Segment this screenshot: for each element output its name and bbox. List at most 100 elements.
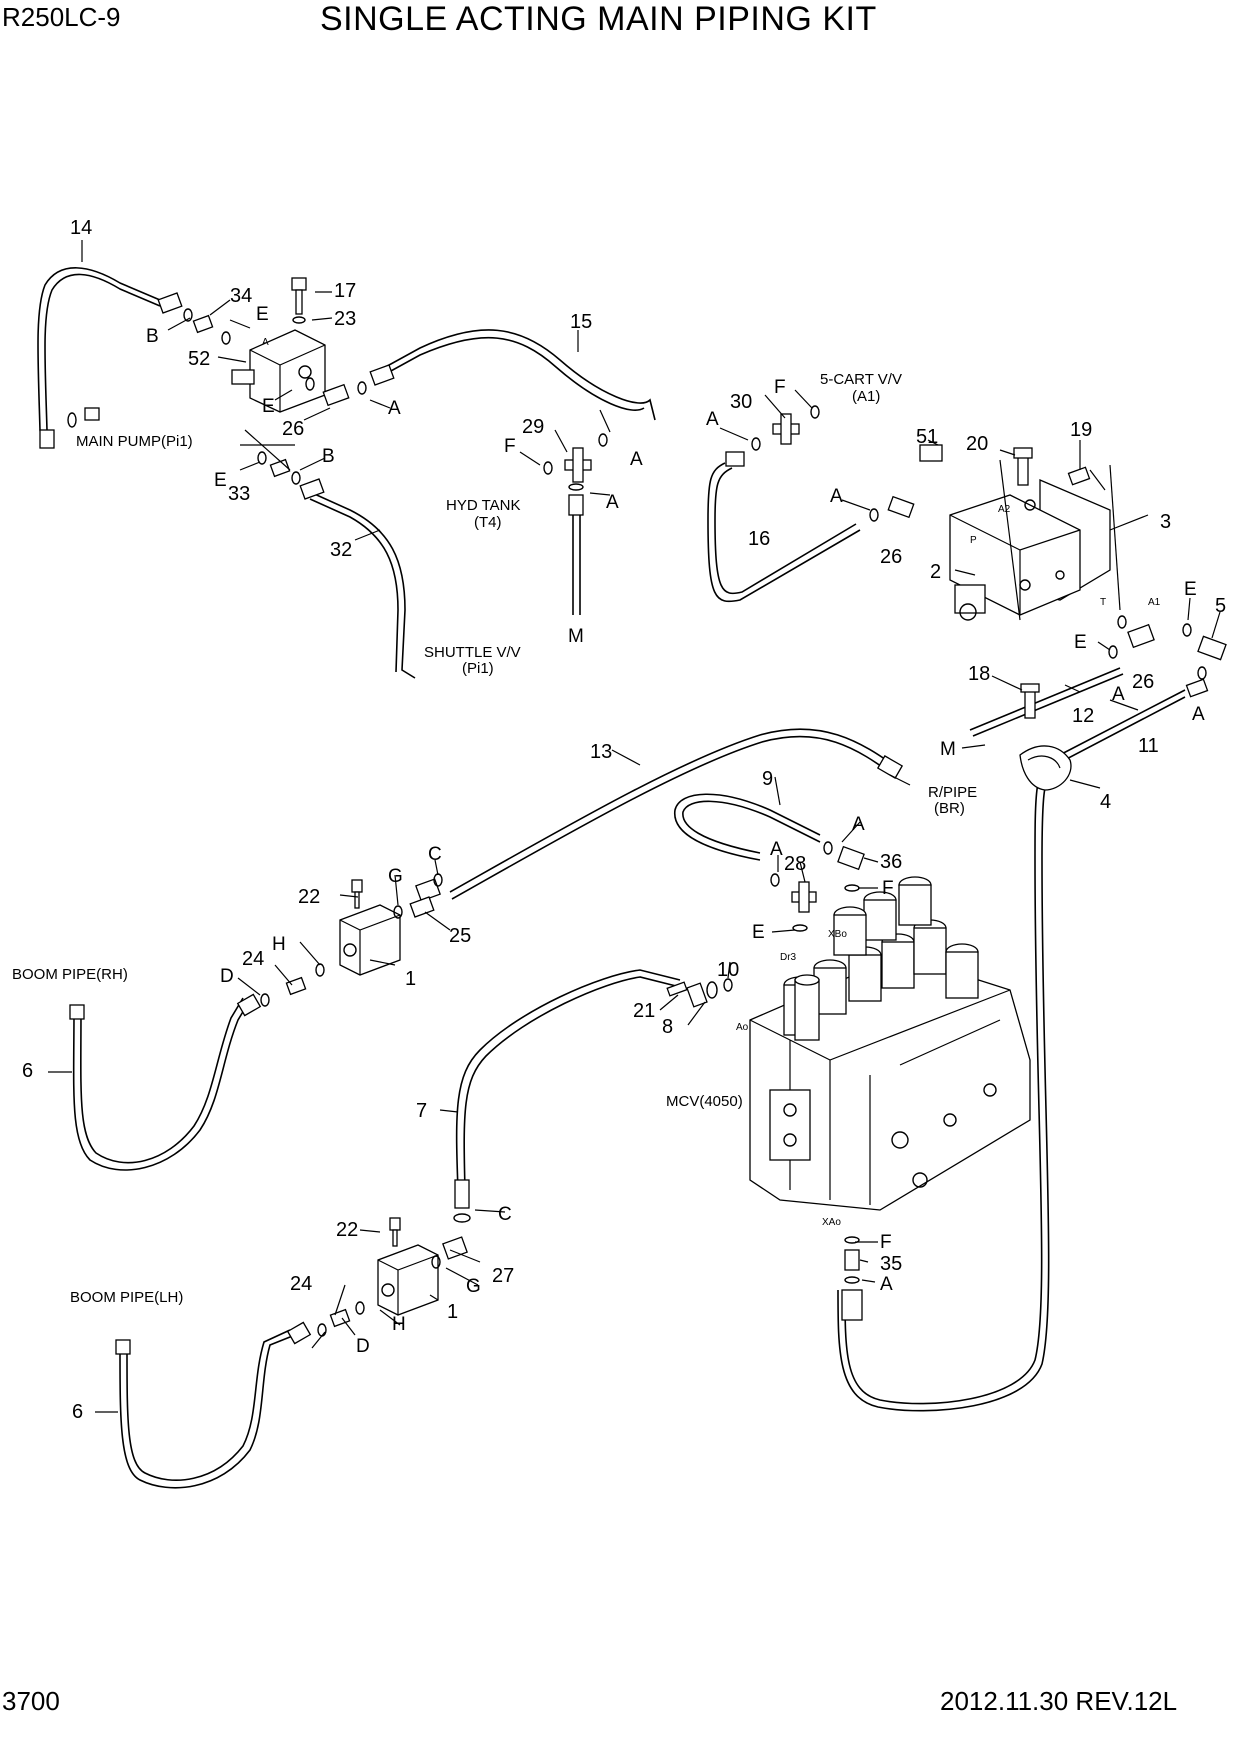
valve-2-bracket-3: A2 P T A1 [949,479,1161,621]
callout-12: 12 [1072,705,1094,727]
svg-text:P: P [970,535,977,546]
callout-9: 9 [762,768,773,790]
callout-2: 2 [930,561,941,583]
bolt-17 [291,277,307,324]
svg-text:A1: A1 [1148,597,1161,608]
callout-6a: 6 [22,1060,33,1082]
svg-text:C: C [498,1204,512,1225]
callout-1b: 1 [447,1301,458,1323]
svg-text:A: A [852,814,865,835]
svg-text:B: B [146,326,159,347]
diagram-title: SINGLE ACTING MAIN PIPING KIT [320,0,877,38]
callout-26a: 26 [282,418,304,440]
svg-text:A2: A2 [998,504,1011,515]
svg-text:A: A [630,449,643,470]
hose-11 [844,689,1186,1405]
svg-text:E: E [262,396,275,417]
callout-15: 15 [570,311,592,333]
block-1-upper [339,879,401,976]
svg-text:E: E [1074,632,1087,653]
callout-51: 51 [916,426,938,448]
leader-lines [48,240,1221,1413]
callout-25: 25 [449,925,471,947]
callout-18: 18 [968,663,990,685]
callout-17: 17 [334,280,356,302]
callout-21: 21 [633,1000,655,1022]
svg-text:G: G [388,866,403,887]
callout-3: 3 [1160,511,1171,533]
svg-text:B: B [322,446,335,467]
callout-28: 28 [784,853,806,875]
callout-20: 20 [966,433,988,455]
svg-text:F: F [880,1232,892,1253]
callout-22a: 22 [298,886,320,908]
callout-10: 10 [717,959,739,981]
note-boom-pipe-rh: BOOM PIPE(RH) [12,966,128,983]
callout-22b: 22 [336,1219,358,1241]
svg-text:A: A [1112,684,1125,705]
svg-text:A: A [388,398,401,419]
hose-13 [449,728,901,893]
callout-35: 35 [880,1253,902,1275]
callout-4: 4 [1100,791,1111,813]
svg-text:F: F [882,878,894,899]
hose-16 [707,462,861,603]
svg-text:H: H [272,934,286,955]
revision-date: 2012.11.30 REV.12L [940,1686,1178,1716]
hose-6-upper [72,999,251,1171]
svg-text:G: G [466,1276,481,1297]
callout-36: 36 [880,851,902,873]
svg-text:A: A [262,337,269,348]
svg-text:E: E [752,922,765,943]
callout-34: 34 [230,285,252,307]
callout-29: 29 [522,416,544,438]
hose-9 [674,793,821,861]
components: A A2 P T A1 [231,277,1161,1316]
svg-text:E: E [214,470,227,491]
svg-text:Dr3: Dr3 [780,952,797,963]
callout-11: 11 [1138,735,1159,757]
reference-letters: E B E A E B F A A M F A A E E A A M C G … [146,304,1205,1357]
svg-text:M: M [568,626,584,647]
hose-6-lower [119,1334,296,1489]
hose-7 [455,969,681,1191]
model-number: R250LC-9 [2,2,121,32]
svg-text:XBo: XBo [828,929,847,940]
callout-52: 52 [188,348,210,370]
svg-text:A: A [606,492,619,513]
callout-7: 7 [416,1100,427,1122]
svg-text:A: A [706,409,719,430]
note-hyd-tank: HYD TANK [446,497,520,514]
callout-14: 14 [70,217,92,239]
svg-text:(T4): (T4) [474,514,502,531]
fittings [39,292,1227,1355]
reference-notes: MAIN PUMP(Pi1) HYD TANK (T4) SHUTTLE V/V… [12,371,977,1306]
callout-numbers: 14 17 23 34 52 26 33 32 15 29 30 51 20 1… [22,217,1226,1423]
svg-text:F: F [774,377,786,398]
callout-8: 8 [662,1016,673,1038]
mcv-valve: Dr3 XBo XAo Ao [736,876,1031,1228]
hose-32 [309,491,416,679]
svg-text:F: F [504,436,516,457]
clamp-4 [1019,745,1072,791]
svg-text:(Pi1): (Pi1) [462,660,494,677]
callout-26b: 26 [880,546,902,568]
callout-13: 13 [590,741,612,763]
note-r-pipe: R/PIPE [928,784,977,801]
callout-23: 23 [334,308,356,330]
svg-text:T: T [1100,597,1106,608]
svg-text:A: A [830,486,843,507]
svg-text:H: H [392,1314,406,1335]
callout-1a: 1 [405,968,416,990]
note-5-cart: 5-CART V/V [820,371,902,388]
note-boom-pipe-lh: BOOM PIPE(LH) [70,1289,183,1306]
svg-text:E: E [1184,579,1197,600]
svg-text:A: A [1192,704,1205,725]
callout-6b: 6 [72,1401,83,1423]
callout-16: 16 [748,528,770,550]
svg-text:A: A [880,1274,893,1295]
callout-26c: 26 [1132,671,1154,693]
block-52: A [231,329,326,413]
hoses [37,267,1186,1489]
